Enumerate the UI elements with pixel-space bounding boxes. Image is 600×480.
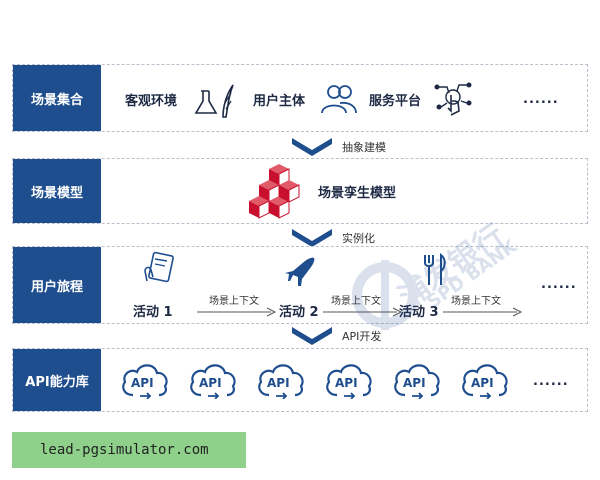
api-label-4: API bbox=[335, 376, 358, 390]
arrow-right-icon-2 bbox=[323, 307, 403, 317]
footer-banner: lead-pgsimulator.com bbox=[12, 432, 246, 468]
api-cloud-icon-4 bbox=[326, 364, 372, 399]
connector-label-abstract-modeling: 抽象建模 bbox=[342, 141, 386, 154]
activity-1: 活动 1 bbox=[133, 305, 173, 320]
row-user-journey: 用户旅程 活动 1 场景上下文 活动 2 场景上下文 活动 3 场景上下文 ..… bbox=[12, 246, 588, 324]
chevron-down-icon-3 bbox=[292, 327, 332, 345]
api-cloud-icon-3 bbox=[258, 364, 304, 399]
api-label-3: API bbox=[267, 376, 290, 390]
item-user-subject: 用户主体 bbox=[253, 94, 306, 109]
fork-knife-icon bbox=[424, 253, 446, 285]
row-label-scene-collection: 场景集合 bbox=[13, 65, 101, 131]
arrow-right-icon-3 bbox=[443, 307, 523, 317]
more-dots-api-library: ...... bbox=[533, 374, 569, 389]
scene-context-label-3: 场景上下文 bbox=[451, 296, 501, 307]
row-label-api-library: API能力库 bbox=[13, 349, 101, 411]
activity-2: 活动 2 bbox=[279, 305, 319, 320]
row-api-library: API能力库 API API API API API API ...... bbox=[12, 348, 588, 412]
row-label-user-journey: 用户旅程 bbox=[13, 247, 101, 323]
api-label-1: API bbox=[131, 376, 154, 390]
api-cloud-icon-2 bbox=[190, 364, 236, 399]
scene-context-label-2: 场景上下文 bbox=[331, 296, 381, 307]
api-label-5: API bbox=[403, 376, 426, 390]
row-scene-model: 场景模型 场景孪生模型 bbox=[12, 158, 588, 224]
item-service-platform: 服务平台 bbox=[369, 94, 422, 109]
item-objective-environment: 客观环境 bbox=[125, 94, 178, 109]
api-label-2: API bbox=[199, 376, 222, 390]
api-cloud-icon-5 bbox=[394, 364, 440, 399]
row-scene-collection: 场景集合 客观环境 用户主体 服务平台 ...... bbox=[12, 64, 588, 132]
row-label-scene-model: 场景模型 bbox=[13, 159, 101, 223]
connector-label-api-development: API开发 bbox=[342, 330, 382, 343]
arrow-right-icon-1 bbox=[197, 307, 277, 317]
airplane-icon bbox=[285, 257, 315, 286]
users-icon bbox=[321, 85, 357, 114]
connector-label-instantiation: 实例化 bbox=[342, 232, 375, 245]
activity-3: 活动 3 bbox=[399, 305, 439, 320]
scene-context-label-1: 场景上下文 bbox=[209, 296, 259, 307]
api-cloud-icon-6 bbox=[462, 364, 508, 399]
footer-url: lead-pgsimulator.com bbox=[40, 442, 209, 458]
more-dots-user-journey: ...... bbox=[541, 277, 577, 292]
chevron-down-icon-1 bbox=[292, 138, 332, 156]
more-dots-scene-collection: ...... bbox=[523, 92, 559, 107]
lab-flask-feather-icon bbox=[194, 84, 234, 118]
scene-twin-model-label: 场景孪生模型 bbox=[318, 186, 397, 201]
cubes-icon bbox=[249, 164, 300, 219]
api-cloud-icon-1 bbox=[122, 364, 168, 399]
card-payment-icon bbox=[144, 251, 174, 283]
api-label-6: API bbox=[471, 376, 494, 390]
touch-network-icon bbox=[434, 82, 472, 116]
chevron-down-icon-2 bbox=[292, 229, 332, 247]
